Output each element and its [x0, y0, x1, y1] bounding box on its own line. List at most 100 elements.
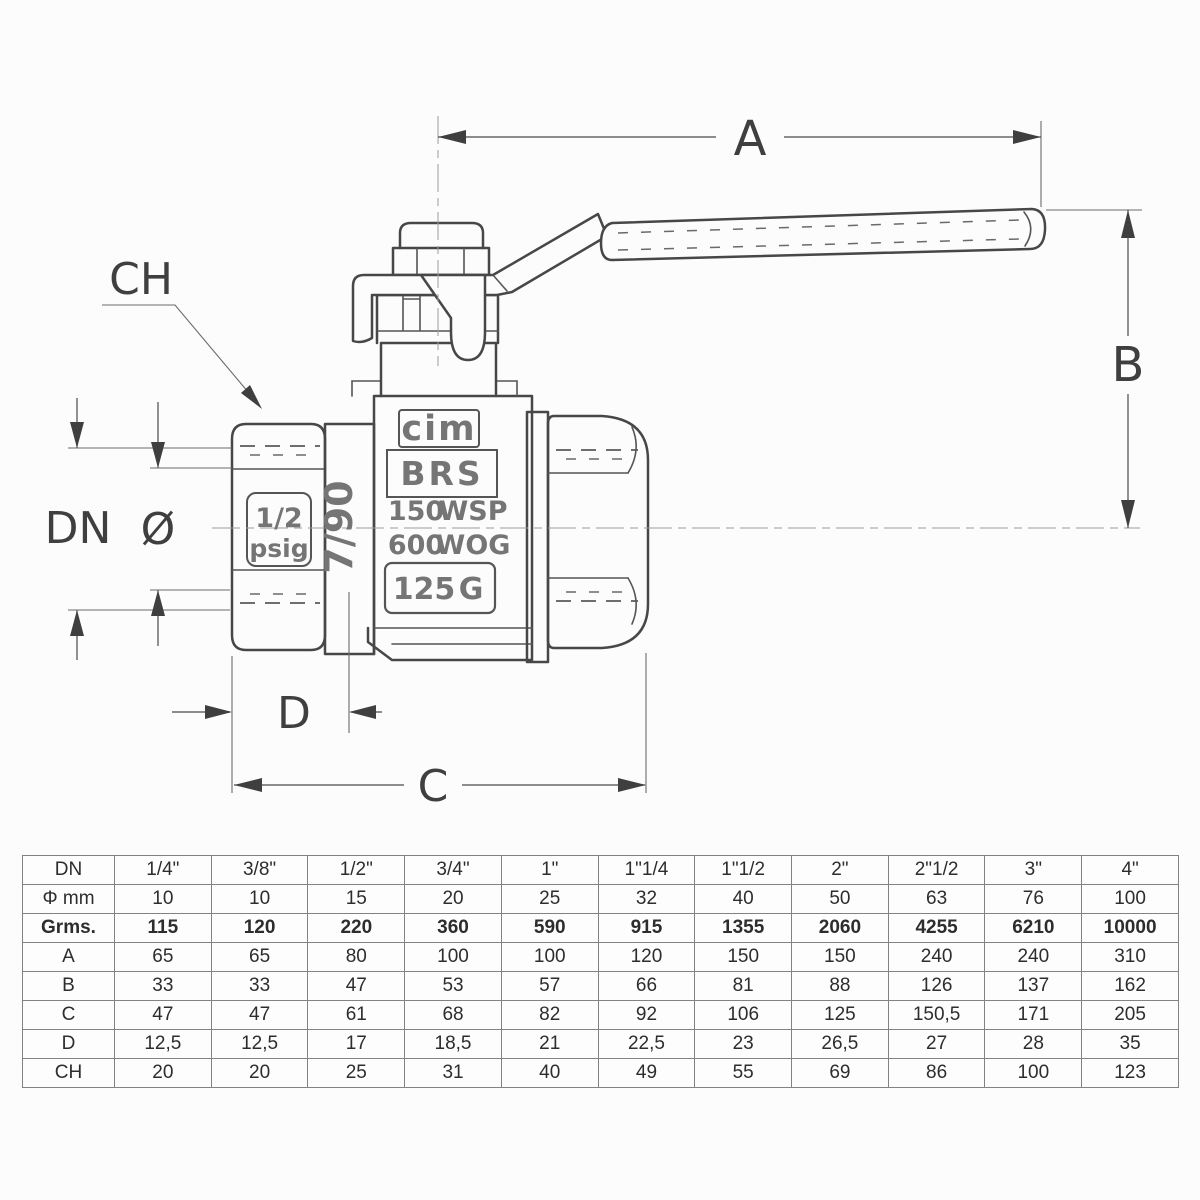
value-cell: 57 [500, 971, 599, 1001]
value-cell: 22,5 [597, 1029, 696, 1059]
value-cell: 66 [597, 971, 696, 1001]
value-cell: 3" [984, 855, 1083, 885]
right-collar [525, 410, 550, 664]
row-label-cell: A [22, 942, 115, 972]
valve-body [230, 293, 650, 664]
markings: 1/2 psig 7/90 cim BRS 150 WSP 600 WOG 12… [249, 409, 510, 607]
value-cell: 40 [694, 884, 793, 914]
value-cell: 20 [210, 1058, 309, 1088]
value-cell: 590 [500, 913, 599, 943]
g-rating-num: 125 [393, 572, 456, 607]
dim-label-a: A [734, 111, 767, 167]
value-cell: 205 [1081, 1000, 1179, 1030]
dim-label-d: D [277, 688, 311, 739]
value-cell: 33 [210, 971, 309, 1001]
value-cell: 1"1/4 [597, 855, 696, 885]
size-marking: 1/2 [255, 503, 302, 534]
stem-assembly [391, 221, 491, 277]
value-cell: 25 [500, 884, 599, 914]
handle-grip [599, 207, 1047, 262]
value-cell: 1" [500, 855, 599, 885]
body-center [351, 380, 534, 662]
dimension-c: C [231, 653, 647, 812]
value-cell: 123 [1081, 1058, 1179, 1088]
dimension-diameter: Ø [141, 402, 232, 646]
value-cell: 4" [1081, 855, 1179, 885]
value-cell: 2"1/2 [887, 855, 986, 885]
row-label-cell: D [22, 1029, 115, 1059]
row-label-cell: Φ mm [22, 884, 115, 914]
value-cell: 12,5 [210, 1029, 309, 1059]
value-cell: 10 [210, 884, 309, 914]
value-cell: 120 [210, 913, 309, 943]
value-cell: 68 [404, 1000, 502, 1030]
size-unit-marking: psig [249, 534, 308, 563]
value-cell: 21 [500, 1029, 599, 1059]
value-cell: 76 [984, 884, 1083, 914]
value-cell: 150,5 [887, 1000, 986, 1030]
value-cell: 1"1/2 [694, 855, 793, 885]
right-port-nut [546, 414, 650, 650]
value-cell: 115 [114, 913, 212, 943]
value-cell: 49 [597, 1058, 696, 1088]
value-cell: 47 [307, 971, 406, 1001]
value-cell: 171 [984, 1000, 1083, 1030]
value-cell: 220 [307, 913, 406, 943]
value-cell: 915 [597, 913, 696, 943]
handle-stop-tab [419, 273, 487, 362]
value-cell: 20 [404, 884, 502, 914]
wsp-rating-num: 150 [388, 496, 444, 527]
row-label-cell: CH [22, 1058, 115, 1088]
value-cell: 310 [1081, 942, 1179, 972]
value-cell: 33 [114, 971, 212, 1001]
value-cell: 1/2" [307, 855, 406, 885]
row-label-cell: B [22, 971, 115, 1001]
value-cell: 2060 [791, 913, 889, 943]
value-cell: 137 [984, 971, 1083, 1001]
value-cell: 10000 [1081, 913, 1179, 943]
brand-marking: cim [401, 409, 476, 449]
dimension-a: A [438, 111, 1042, 207]
value-cell: 150 [694, 942, 793, 972]
value-cell: 240 [984, 942, 1083, 972]
dim-label-diameter: Ø [141, 504, 176, 555]
wog-rating-unit: WOG [436, 530, 511, 561]
value-cell: 88 [791, 971, 889, 1001]
dim-label-ch: CH [109, 254, 173, 305]
value-cell: 240 [887, 942, 986, 972]
value-cell: 92 [597, 1000, 696, 1030]
value-cell: 20 [114, 1058, 212, 1088]
row-label-cell: C [22, 1000, 115, 1030]
value-cell: 28 [984, 1029, 1083, 1059]
wsp-rating-unit: WSP [438, 496, 507, 527]
value-cell: 53 [404, 971, 502, 1001]
wog-rating-num: 600 [388, 530, 444, 561]
value-cell: 1355 [694, 913, 793, 943]
value-cell: 82 [500, 1000, 599, 1030]
value-cell: 106 [694, 1000, 793, 1030]
value-cell: 81 [694, 971, 793, 1001]
value-cell: 3/8" [210, 855, 309, 885]
valve-technical-drawing: 1/2 psig 7/90 cim BRS 150 WSP 600 WOG 12… [45, 111, 1145, 812]
value-cell: 35 [1081, 1029, 1179, 1059]
value-cell: 65 [210, 942, 309, 972]
dim-label-dn: DN [45, 503, 112, 554]
value-cell: 69 [791, 1058, 889, 1088]
dim-label-c: C [418, 761, 449, 812]
value-cell: 47 [210, 1000, 309, 1030]
value-cell: 3/4" [404, 855, 502, 885]
handle [351, 207, 1047, 362]
value-cell: 17 [307, 1029, 406, 1059]
value-cell: 27 [887, 1029, 986, 1059]
value-cell: 61 [307, 1000, 406, 1030]
material-stamp-box [386, 449, 498, 498]
value-cell: 100 [500, 942, 599, 972]
dimension-dn: DN [45, 398, 232, 660]
